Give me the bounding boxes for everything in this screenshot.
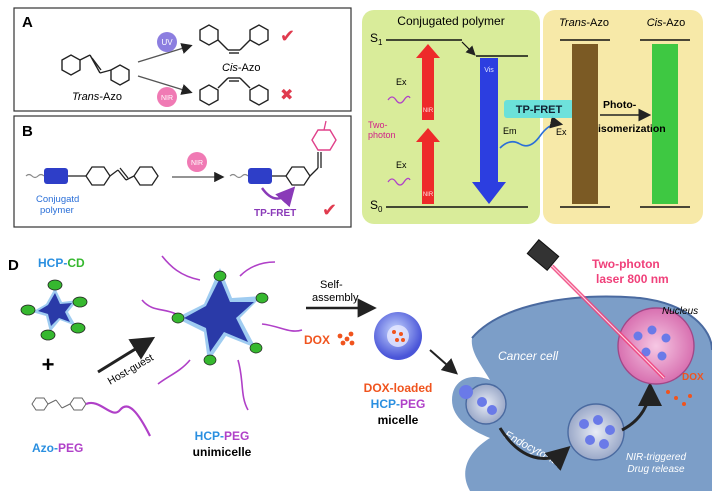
check-b: ✔ — [322, 200, 337, 220]
unimicelle — [141, 255, 303, 411]
pink-link — [323, 120, 327, 131]
two-photon-label: Two-photon — [368, 120, 396, 140]
s0-label: S0 — [370, 198, 383, 214]
released-dox-dots — [666, 390, 692, 406]
nir-up-arrow-bottom — [416, 128, 440, 204]
nir-bubble-b — [187, 152, 207, 172]
s1-label: S1 — [370, 31, 383, 47]
uptake-arrow — [429, 349, 459, 375]
nir-label-a: NIR — [161, 95, 173, 102]
trans-azo-title: Trans-Azo — [559, 17, 609, 29]
endocytosis-curve-arrow — [498, 427, 571, 471]
azo-peg-label: Azo-PEG — [32, 441, 83, 455]
cis-azo-bar — [652, 44, 678, 204]
cis-azo-title: Cis-Azo — [647, 17, 686, 29]
laser-beam-core — [551, 265, 665, 379]
trans-azo-label: Trans-Azo — [72, 91, 122, 103]
tpfret-curve — [261, 186, 296, 208]
unimicelle-label: unimicelle — [193, 445, 252, 459]
nir-top-label: NIR — [423, 108, 434, 114]
nucleus — [617, 307, 695, 385]
em-label: Em — [503, 126, 517, 136]
relax-arrow — [461, 41, 476, 56]
photo-iso-label: Photo-isomerization — [598, 99, 666, 135]
dox-loaded-label: DOX-loaded — [364, 381, 433, 395]
dox-released-label: DOX — [682, 372, 704, 383]
micelle-label: micelle — [378, 413, 419, 427]
ex-bottom-label: Ex — [396, 160, 407, 170]
wavy-chain-right — [229, 173, 249, 179]
endosome — [567, 403, 625, 461]
cell-membrane — [471, 295, 712, 351]
peg-chain — [85, 401, 151, 437]
nir-bottom-label: NIR — [423, 192, 434, 198]
nucleus-micelles — [633, 325, 671, 361]
endosome-micelles — [579, 415, 615, 449]
tpfret-label-b: TP-FRET — [254, 208, 296, 219]
panel-a-label: A — [22, 14, 33, 31]
host-guest-arrow — [97, 336, 156, 374]
panel-b-frame — [13, 115, 352, 228]
em-wave — [499, 115, 564, 149]
unimicelle-hcp-peg: HCP-PEG — [195, 429, 250, 443]
nir-up-arrow-top — [416, 44, 440, 120]
nir-label-b: NIR — [191, 160, 203, 167]
laser-device — [526, 239, 560, 271]
azo-unit-right — [285, 152, 322, 186]
host-guest-label: Host-guest — [106, 352, 156, 388]
panel-b-label: B — [22, 123, 33, 140]
panel-d-label: D — [8, 257, 19, 274]
nir-arrow-a — [137, 75, 193, 95]
panel-a: A Trans-Azo UV NIR ✔ Cis-Azo — [13, 7, 352, 112]
polymer-block-left — [44, 168, 68, 184]
dox-label: DOX — [304, 333, 330, 347]
ex-wave-top — [387, 95, 411, 104]
tpfret-label-c: TP-FRET — [516, 104, 563, 116]
vis-emission-arrow — [472, 58, 506, 204]
pocket-micelle-1 — [477, 397, 487, 407]
dox-dots — [337, 331, 355, 346]
cancer-cell-label: Cancer cell — [498, 349, 558, 363]
ex-top-label: Ex — [396, 77, 407, 87]
panel-d: D HCP-CD + Azo-PEG Host-guest — [8, 239, 712, 491]
panel-c: C Conjugated polymer S1 S0 NIR NIR Ex Ex… — [362, 9, 703, 224]
ex-wave-bottom — [387, 177, 411, 186]
trans-azo-molecule — [61, 54, 130, 86]
panel-a-frame — [13, 7, 352, 112]
uv-bubble — [157, 32, 177, 52]
release-curve-arrow — [621, 382, 662, 432]
dox-loaded-micelle — [374, 312, 422, 360]
uv-label: UV — [161, 38, 173, 47]
check-top: ✔ — [280, 26, 295, 46]
trans-azo-bar — [572, 44, 598, 204]
cross-bottom: ✖ — [280, 87, 293, 104]
nucleus-label: Nucleus — [662, 306, 698, 317]
hcp-cd-star — [20, 279, 88, 341]
self-assembly-label: Self-assembly — [312, 279, 359, 304]
polymer-block-right — [248, 168, 272, 184]
pink-ring — [311, 129, 337, 151]
vis-label: Vis — [484, 67, 494, 74]
cis-azo-label: Cis-Azo — [222, 62, 261, 74]
pocket-micelle-2 — [487, 405, 497, 415]
ex-right-label: Ex — [556, 127, 567, 137]
wavy-chain-left — [25, 173, 45, 179]
hcp-cd-label: HCP-CD — [38, 256, 85, 270]
cis-azo-molecule-bottom — [199, 77, 269, 106]
polymer-title: Conjugated polymer — [397, 14, 504, 28]
azo-peg-molecule — [31, 397, 87, 411]
uv-arrow — [137, 43, 193, 63]
nir-bubble-a — [157, 87, 177, 107]
azo-unit-left — [85, 166, 159, 186]
tpfret-badge — [504, 100, 574, 118]
plus-sign: + — [42, 352, 55, 377]
micelle-hcp-peg: HCP-PEG — [371, 397, 426, 411]
cis-azo-molecule-top — [199, 24, 269, 54]
incoming-micelle — [459, 385, 473, 399]
